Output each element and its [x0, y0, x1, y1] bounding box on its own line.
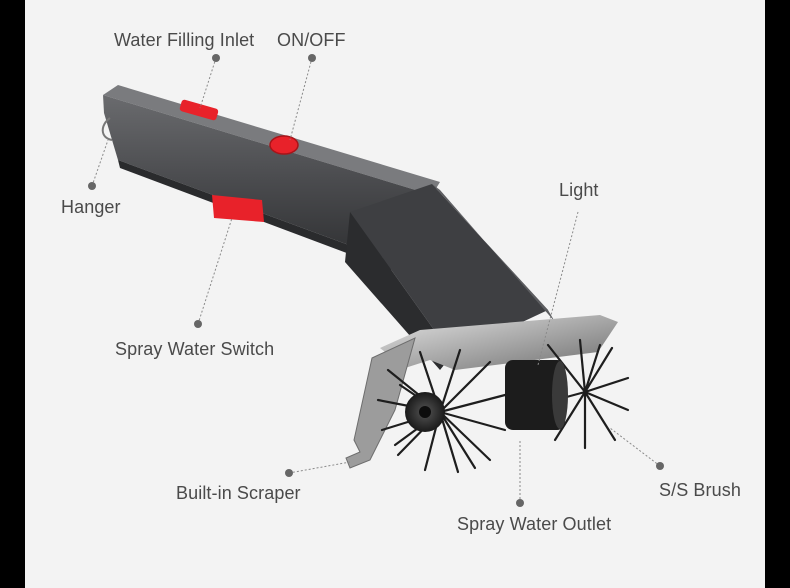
label-water-filling-inlet: Water Filling Inlet	[114, 30, 255, 50]
brush-hub	[405, 360, 568, 432]
label-hanger: Hanger	[61, 197, 121, 217]
label-built-in-scraper: Built-in Scraper	[176, 483, 301, 503]
label-spray-water-outlet: Spray Water Outlet	[457, 514, 612, 534]
callout-dots	[88, 54, 664, 507]
callout-leaders	[91, 57, 661, 503]
label-light: Light	[559, 180, 599, 200]
on-off-button[interactable]	[269, 135, 299, 155]
hanger-loop	[101, 117, 113, 141]
label-spray-water-switch: Spray Water Switch	[115, 339, 275, 359]
label-on-off: ON/OFF	[277, 30, 346, 50]
water-filling-inlet-cap[interactable]	[179, 99, 219, 121]
bristles-right	[546, 338, 630, 450]
label-ss-brush: S/S Brush	[659, 480, 741, 500]
steel-cover	[380, 315, 618, 370]
spray-water-switch-trigger[interactable]	[212, 195, 264, 222]
scraper-shape	[345, 337, 416, 469]
